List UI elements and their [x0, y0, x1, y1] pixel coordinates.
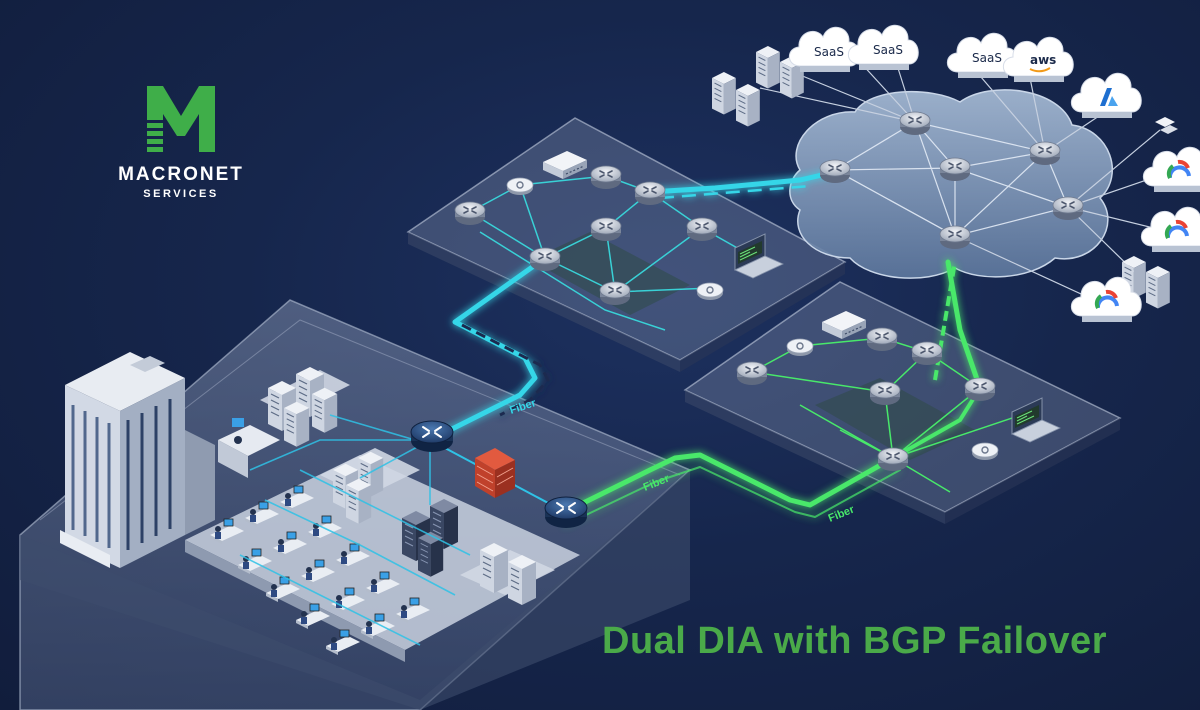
fiber-label-secondary-b: Fiber: [827, 503, 857, 524]
macronet-logo-icon: [147, 86, 215, 152]
cloud-service-links: [759, 61, 1171, 306]
saas-cloud-label: SaaS: [972, 51, 1002, 65]
router-icon: [529, 247, 561, 272]
router-icon: [634, 181, 666, 206]
google-cloud-icon: [1142, 146, 1200, 193]
firewall-icon: [475, 448, 515, 498]
google-cloud-icon: [1140, 206, 1200, 253]
gear-icon: [506, 177, 534, 196]
cloud-icon: [789, 89, 1113, 279]
router-icon: [1029, 141, 1061, 166]
brand-name: MACRONET: [118, 164, 244, 185]
router-icon: [454, 201, 486, 226]
gear-icon: [1155, 117, 1178, 134]
aws-icon: aws: [1002, 36, 1074, 83]
router-icon: [911, 341, 943, 366]
saas-cloud-icon: SaaS: [788, 26, 860, 73]
workstation-icon: [218, 418, 280, 478]
primary-fiber-link: [427, 169, 838, 443]
router-icon: [590, 217, 622, 242]
saas-cloud-label: SaaS: [814, 45, 844, 59]
router-icon: [736, 361, 768, 386]
router-icon: [899, 111, 931, 136]
router-icon: [544, 496, 588, 529]
company-logo: MACRONET SERVICES: [96, 82, 266, 200]
router-icon: [590, 165, 622, 190]
router-icon: [599, 281, 631, 306]
gear-icon: [696, 282, 724, 301]
router-icon: [964, 377, 996, 402]
page-title: Dual DIA with BGP Failover: [602, 620, 1107, 662]
gear-icon: [786, 338, 814, 357]
router-icon: [686, 217, 718, 242]
router-icon: [869, 381, 901, 406]
router-icon: [939, 157, 971, 182]
saas-cloud-label: SaaS: [873, 43, 903, 57]
router-icon: [939, 225, 971, 250]
saas-cloud-icon: SaaS: [847, 24, 919, 71]
saas-cloud-icon: SaaS: [946, 32, 1018, 79]
router-icon: [1052, 196, 1084, 221]
office-building-icon: [60, 352, 215, 568]
router-icon: [410, 420, 454, 453]
router-icon: [866, 327, 898, 352]
brand-subtitle: SERVICES: [143, 188, 219, 200]
router-icon: [819, 159, 851, 184]
google-cloud-icon: [1070, 276, 1142, 323]
gear-icon: [971, 442, 999, 461]
router-icon: [877, 447, 909, 472]
azure-icon: [1070, 72, 1142, 119]
aws-label: aws: [1030, 53, 1056, 67]
